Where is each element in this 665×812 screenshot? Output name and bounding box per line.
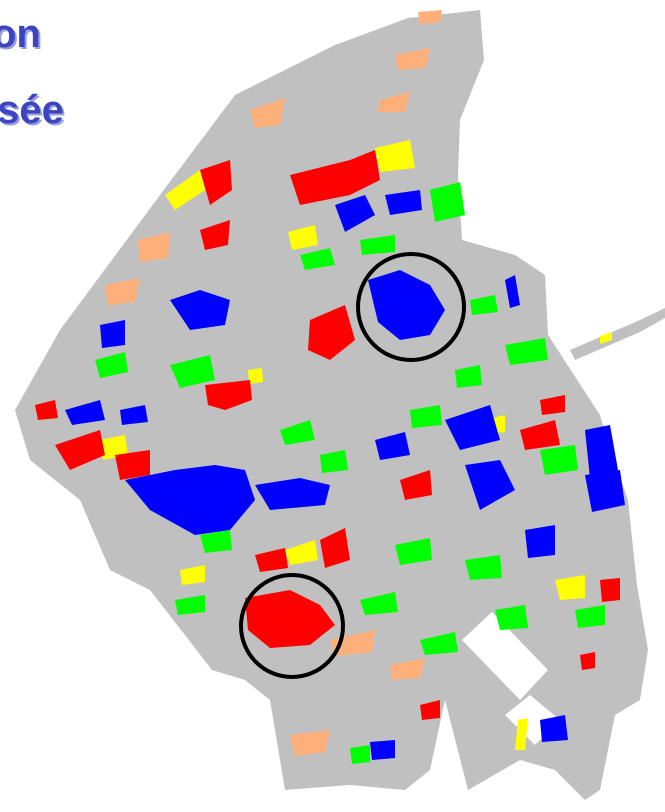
parcel: [370, 740, 395, 760]
parcel: [300, 248, 335, 270]
parcel: [540, 715, 568, 742]
parcel: [420, 700, 440, 720]
parcel: [245, 590, 335, 648]
parcel: [290, 150, 380, 205]
parcel: [470, 295, 498, 315]
parcel: [250, 98, 285, 128]
parcel: [288, 225, 318, 250]
parcel: [100, 435, 128, 460]
parcel: [515, 718, 528, 750]
green-parcels: [95, 182, 605, 764]
parcel: [390, 658, 425, 680]
blue-cluster-highlight: [356, 252, 466, 362]
orange-parcels: [105, 10, 442, 756]
parcel: [600, 578, 620, 602]
parcel: [125, 465, 255, 535]
parcel: [170, 290, 230, 330]
territory-strip: [570, 308, 665, 360]
parcel: [205, 380, 252, 410]
parcel: [65, 400, 105, 425]
territory-area: [15, 10, 648, 800]
parcel: [505, 275, 520, 308]
parcel: [375, 432, 410, 460]
parcel: [308, 305, 355, 360]
parcel: [165, 170, 205, 210]
parcel: [320, 450, 348, 473]
red-cluster-highlight: [239, 573, 345, 679]
parcel: [255, 548, 288, 572]
parcel: [170, 355, 215, 388]
parcel: [410, 405, 442, 428]
parcel: [290, 730, 330, 756]
parcel: [378, 92, 410, 112]
parcel: [285, 540, 318, 565]
parcel: [330, 630, 375, 656]
parcel: [368, 270, 445, 340]
parcel: [505, 338, 548, 365]
parcel: [395, 48, 430, 70]
parcel: [375, 140, 415, 172]
title-line-1: on: [0, 12, 41, 56]
parcel: [395, 538, 432, 565]
parcel: [255, 478, 330, 510]
parcel: [555, 575, 585, 600]
parcel: [400, 470, 432, 500]
parcel: [200, 160, 232, 205]
parcel: [360, 235, 395, 255]
parcel: [585, 425, 618, 478]
parcel: [35, 400, 58, 420]
parcel: [420, 632, 458, 655]
parcel: [430, 182, 465, 222]
parcel: [200, 220, 230, 250]
parcel: [320, 528, 350, 568]
territory-notch: [462, 612, 548, 700]
parcel: [465, 460, 515, 510]
parcel: [248, 368, 263, 384]
parcel: [585, 470, 625, 512]
parcel: [418, 10, 442, 24]
parcel: [495, 605, 528, 630]
parcel: [138, 232, 170, 262]
parcel: [95, 352, 128, 378]
parcel: [120, 405, 148, 425]
parcel: [520, 420, 560, 450]
yellow-parcels: [100, 140, 612, 750]
parcel: [600, 332, 612, 344]
parcel: [540, 445, 578, 475]
parcel: [455, 365, 482, 388]
parcel: [115, 450, 150, 480]
parcel: [525, 525, 555, 558]
parcel: [200, 530, 232, 553]
parcel: [280, 420, 315, 445]
parcel: [360, 592, 398, 615]
parcel: [180, 565, 205, 585]
parcel: [105, 278, 140, 305]
parcel: [465, 555, 502, 580]
parcel: [385, 190, 422, 215]
title-line-2: isée: [0, 88, 64, 132]
parcel: [100, 320, 125, 348]
parcel: [175, 595, 205, 615]
parcel: [55, 430, 105, 470]
parcel: [445, 405, 500, 450]
red-parcels: [35, 150, 620, 720]
parcel: [540, 395, 565, 415]
blue-parcels: [65, 190, 625, 760]
parcel: [580, 652, 595, 670]
parcel: [335, 195, 375, 232]
parcel: [575, 605, 605, 628]
parcel: [350, 745, 370, 764]
